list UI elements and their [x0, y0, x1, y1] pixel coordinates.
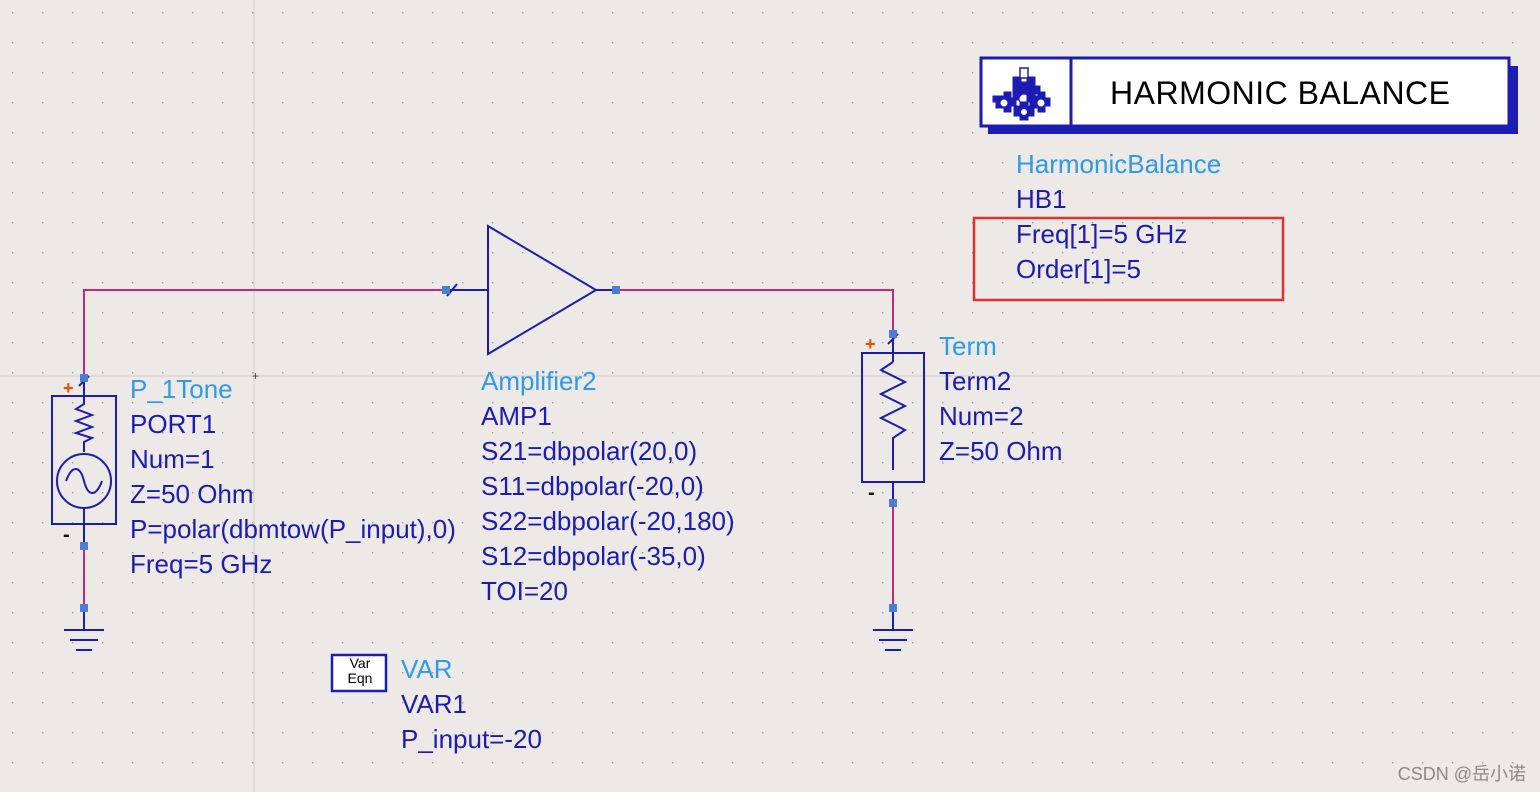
amp1-labels[interactable]: Amplifier2 AMP1 S21=dbpolar(20,0) S11=db…: [481, 364, 735, 609]
hb-block[interactable]: [979, 56, 1518, 134]
hb-title: HARMONIC BALANCE: [1110, 75, 1451, 111]
ground1-pin[interactable]: [80, 604, 88, 612]
amp1-s22-param[interactable]: S22=dbpolar(-20,180): [481, 506, 735, 536]
wire-port1-to-amp[interactable]: [83, 289, 446, 378]
amp1-instance-name: AMP1: [481, 401, 552, 431]
term2-minus-sign: -: [868, 482, 875, 504]
var-eqn-icon[interactable]: [330, 653, 388, 693]
amp1-pin-in[interactable]: [442, 286, 450, 294]
var1-labels[interactable]: VAR VAR1 P_input=-20: [401, 652, 542, 757]
var1-class-name: VAR: [401, 654, 453, 684]
amp1-s12-param[interactable]: S12=dbpolar(-35,0): [481, 541, 706, 571]
port1-labels[interactable]: P_1Tone PORT1 Num=1 Z=50 Ohm P=polar(dbm…: [130, 372, 456, 582]
term2-num-param[interactable]: Num=2: [939, 401, 1024, 431]
hb-freq-param[interactable]: Freq[1]=5 GHz: [1016, 219, 1188, 249]
hb-class-name: HarmonicBalance: [1016, 149, 1222, 179]
wire-amp-to-term[interactable]: [616, 289, 894, 334]
hb-block-frame: [979, 56, 1511, 128]
term2-labels[interactable]: Term Term2 Num=2 Z=50 Ohm: [939, 329, 1063, 469]
resistor-zigzag-icon: [72, 398, 95, 452]
term2-instance-name: Term2: [939, 366, 1012, 396]
hb-labels[interactable]: HarmonicBalance HB1 Freq[1]=5 GHz Order[…: [1016, 147, 1221, 287]
port1-instance-name: PORT1: [130, 409, 217, 439]
port1-plus-sign: +: [63, 378, 74, 398]
wires[interactable]: [83, 289, 894, 608]
resistor-zigzag-icon: [878, 361, 908, 470]
ground2[interactable]: [873, 604, 913, 651]
hb-instance-name: HB1: [1016, 184, 1067, 214]
term2-class-name: Term: [939, 331, 997, 361]
var1-p-input-param[interactable]: P_input=-20: [401, 724, 542, 754]
amp1-s11-param[interactable]: S11=dbpolar(-20,0): [481, 471, 704, 501]
ground1[interactable]: [64, 604, 104, 651]
gear-cluster-icon: [992, 67, 1051, 121]
port1-class-name: P_1Tone: [130, 374, 233, 404]
term2-plus-sign: +: [865, 334, 876, 354]
term2-pin-bottom[interactable]: [889, 499, 897, 507]
port1-p-param[interactable]: P=polar(dbmtow(P_input),0): [130, 514, 456, 544]
amp1-toi-param[interactable]: TOI=20: [481, 576, 568, 606]
sine-wave-icon: [65, 468, 103, 494]
amplifier-triangle-icon: [487, 224, 598, 356]
port1-num-param[interactable]: Num=1: [130, 444, 215, 474]
ground2-pin[interactable]: [889, 604, 897, 612]
amp1-s21-param[interactable]: S21=dbpolar(20,0): [481, 436, 698, 466]
origin-marker: +: [252, 369, 259, 383]
var1-instance-name: VAR1: [401, 689, 467, 719]
port1-freq-param[interactable]: Freq=5 GHz: [130, 549, 273, 579]
port1-z-param[interactable]: Z=50 Ohm: [130, 479, 254, 509]
amp1-class-name: Amplifier2: [481, 366, 597, 396]
hb-order-param[interactable]: Order[1]=5: [1016, 254, 1142, 284]
port1-pin-bottom[interactable]: [80, 542, 88, 550]
amp1-pin-out[interactable]: [612, 286, 620, 294]
term2-z-param[interactable]: Z=50 Ohm: [939, 436, 1063, 466]
var-eqn-icon-label: Var Eqn: [347, 655, 373, 686]
watermark: CSDN @岳小诺: [1397, 764, 1526, 784]
highlight-box: [972, 216, 1285, 302]
port1-minus-sign: -: [63, 524, 70, 546]
port1-pin-top[interactable]: [80, 374, 88, 382]
term2-pin-top[interactable]: [889, 330, 897, 338]
